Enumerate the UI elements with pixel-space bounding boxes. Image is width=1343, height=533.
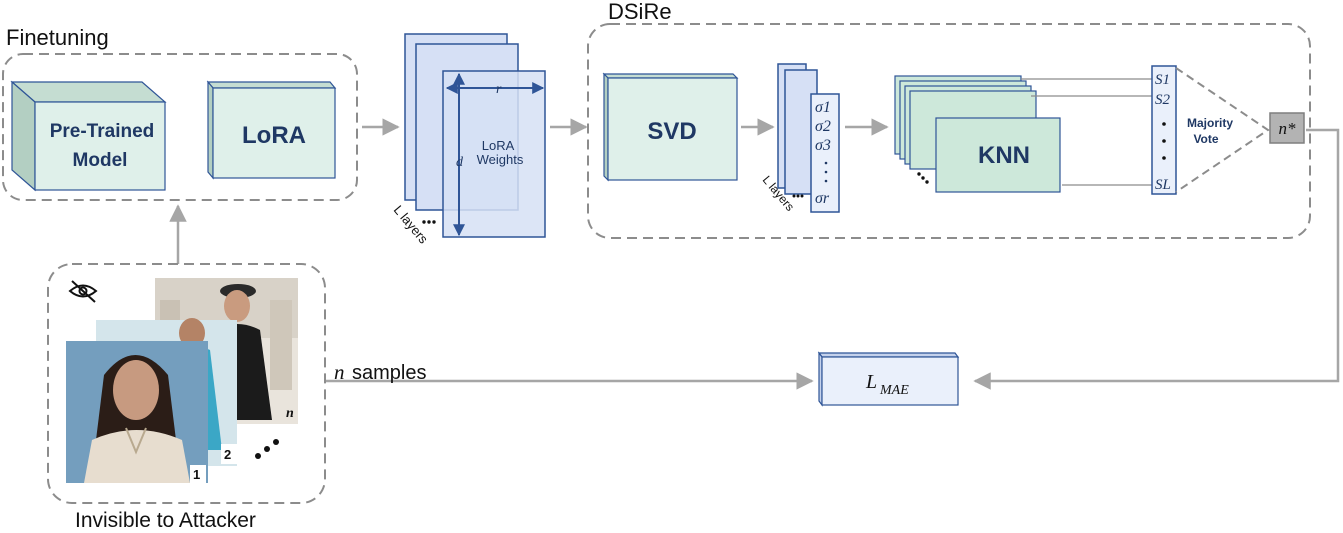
sigma-2: σ2 [815, 118, 831, 135]
dsire-group [587, 23, 1311, 239]
score-1: S1 [1155, 72, 1170, 88]
invisible-group [47, 263, 326, 504]
arrow-nstar-to-loss [973, 128, 1340, 390]
knn-label: KNN [978, 142, 1030, 169]
score-column: S1 S2 SL [1151, 65, 1177, 195]
samples-label: samples [352, 362, 426, 384]
n-star-box: n* [1269, 112, 1305, 144]
n-star-label: n* [1279, 119, 1297, 138]
majority-label-2: Vote [1193, 132, 1218, 146]
sigma-3: σ3 [815, 137, 831, 154]
lora-weights-label-2: Weights [477, 152, 524, 167]
lora-weights-label-1: LoRA [482, 138, 515, 153]
svd-label: SVD [647, 118, 696, 145]
score-2: S2 [1155, 92, 1171, 108]
dim-r-label: r [496, 82, 502, 97]
majority-label-1: Majority [1187, 116, 1233, 130]
sigma-1: σ1 [815, 99, 831, 116]
invisible-title: Invisible to Attacker [75, 509, 256, 532]
majority-vote: Majority Vote [1175, 67, 1270, 193]
eye-off-icon [68, 280, 98, 303]
dim-d-label: d [456, 155, 464, 170]
loss-box: L MAE [817, 351, 960, 407]
score-L: SL [1155, 177, 1171, 193]
knn-block: KNN [894, 75, 1061, 193]
pretrained-model-block: Pre-Trained Model [10, 80, 167, 192]
sigma-stack: σ1 σ2 σ3 σr L layers [760, 63, 840, 214]
svd-block: SVD [602, 72, 739, 182]
dsire-title: DSiRe [608, 0, 672, 24]
pretrained-label-1: Pre-Trained [50, 121, 155, 142]
lora-weights-stack: r d LoRA Weights L layers [391, 33, 546, 247]
photo-label-1: 1 [193, 467, 200, 482]
knn-score-connectors [1021, 78, 1152, 186]
photo-label-n: n [286, 406, 294, 421]
lora-label: LoRA [242, 122, 306, 149]
sample-photo-1: 1 [66, 341, 208, 483]
finetuning-group [2, 53, 358, 201]
loss-label-base: L [865, 371, 877, 393]
finetuning-title: Finetuning [6, 25, 109, 50]
sigma-r: σr [815, 190, 830, 207]
lora-block: LoRA [206, 80, 337, 180]
pretrained-label-2: Model [73, 150, 128, 171]
samples-n-var: n [334, 360, 345, 384]
more-samples-dots [255, 439, 279, 459]
loss-label-sub: MAE [879, 383, 909, 398]
photo-label-2: 2 [224, 447, 231, 462]
